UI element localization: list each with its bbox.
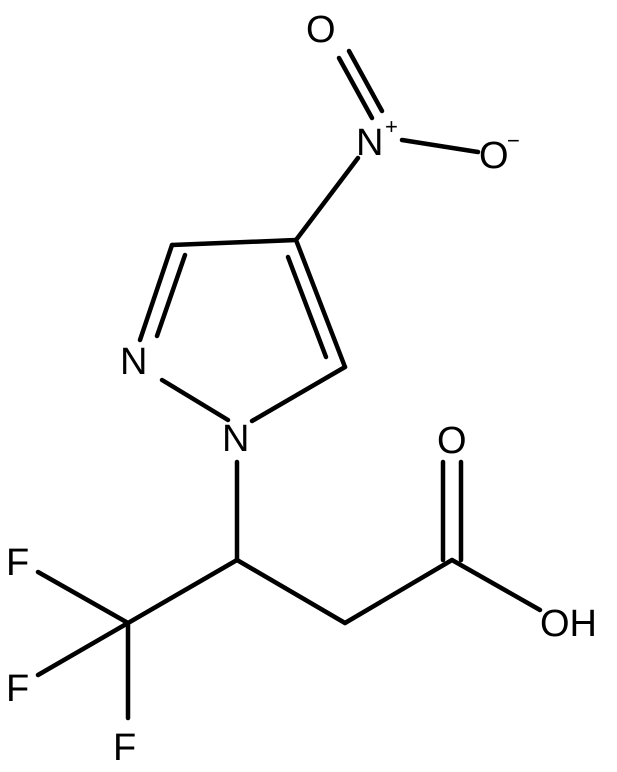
atom-pyrazole-n1: N xyxy=(222,418,249,460)
atom-hydroxyl: OH xyxy=(540,603,597,645)
bond-c-oh xyxy=(449,557,543,613)
atom-labels: O N + O − N N O OH F F F xyxy=(6,9,597,769)
bond-nitro-n-o-single xyxy=(399,137,481,155)
bond-c4-nitro-n xyxy=(293,155,361,243)
atom-nitro-o-minus: O xyxy=(479,135,509,177)
bond-ch2-cooh xyxy=(342,557,455,626)
atom-nitro-o-top: O xyxy=(306,9,336,51)
atom-fluorine-2: F xyxy=(6,668,29,710)
bond-cf3-f2 xyxy=(35,620,131,678)
bond-cf3-f1 xyxy=(35,569,131,626)
atom-nitro-n: N xyxy=(356,122,383,164)
bond-ch-ch2 xyxy=(234,557,348,626)
atom-pyrazole-n2: N xyxy=(120,341,147,383)
atom-fluorine-3: F xyxy=(113,727,136,769)
bond-n2-c3-outer xyxy=(137,242,175,343)
bond-nitro-n-o-double-a xyxy=(336,55,375,121)
atom-nitro-minus-charge: − xyxy=(507,128,520,153)
atom-fluorine-1: F xyxy=(6,542,29,584)
atom-carbonyl-o: O xyxy=(437,420,467,462)
atom-nitro-plus-charge: + xyxy=(385,114,398,139)
bond-c5-n1 xyxy=(249,364,348,424)
bond-ch-cf3 xyxy=(125,557,240,626)
bonds xyxy=(35,48,543,721)
bond-n2-c3-inner xyxy=(154,252,188,339)
bond-c4-c5-outer xyxy=(293,237,348,370)
bond-c3-c4 xyxy=(169,237,299,248)
bond-nitro-n-o-double-b xyxy=(346,48,385,114)
bond-n1-n2 xyxy=(159,377,231,423)
bond-c4-c5-inner xyxy=(285,254,329,360)
